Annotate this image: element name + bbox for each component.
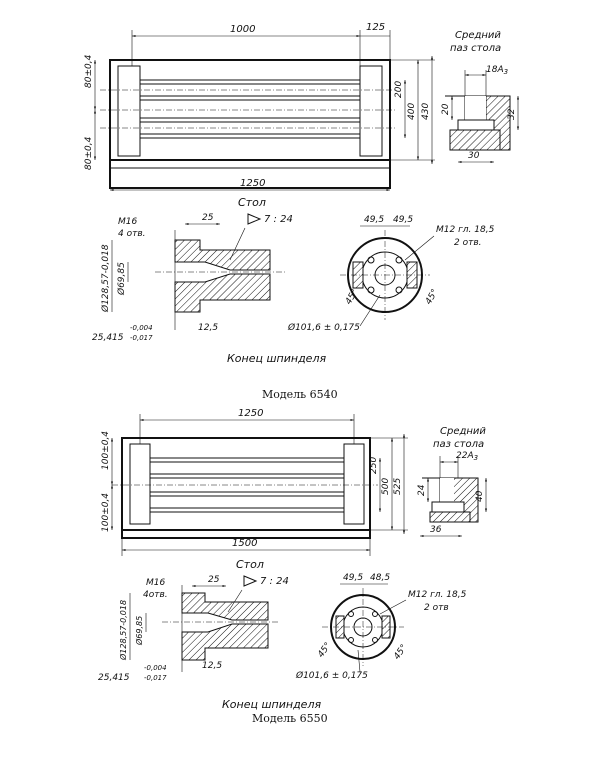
model-label-6550: Модель 6550 [252,712,328,725]
end-holes2: 2 отв. [454,238,482,248]
spindle-end-view-6540: 49,5 49,5 M12 гл. 18,5 2 отв. 45° 45° Ø1… [287,215,495,333]
table-plan-6550 [112,437,378,539]
slot-dim-36: 36 [430,525,442,535]
slot-dim-30: 30 [468,151,480,161]
end-dim-49-5-left: 49,5 [364,215,384,225]
dim-1500: 1500 [232,538,257,549]
end-d101-6550: Ø101,6 ± 0,175 [295,670,368,681]
table-caption-6540: Стол [238,196,266,209]
dim-1250: 1250 [240,178,265,189]
spindle-dim-25-6550: 25 [208,575,220,585]
spindle-dim-25: 25 [202,213,214,223]
model-6540-section: 1000 125 1250 Стол 200 400 430 80±0,4 80… [84,22,520,401]
dim-125: 125 [366,22,385,33]
dim-1000: 1000 [230,24,255,35]
end-holes2-6550: 2 отв [424,603,449,613]
dim-400: 400 [407,103,417,120]
table-dimensions-6540: 1000 125 1250 Стол 200 400 430 80±0,4 80… [84,22,435,209]
end-m12-6550: M12 гл. 18,5 [408,590,467,600]
t-slot-6550: Средний паз стола 22А3 24 40 36 [417,426,488,538]
end-m12: M12 гл. 18,5 [436,225,495,235]
slot-width-22: 22А3 [456,451,478,462]
slot-title-line1: Средний [455,30,501,41]
dim-100-top: 100±0,4 [101,431,111,470]
spindle-tol-top-6550: -0,004 [144,664,167,672]
spindle-m16-6550: M16 [146,578,165,588]
end-dim-48-5-6550: 48,5 [370,573,390,583]
table-plan-6540 [100,59,395,189]
end-d101: Ø101,6 ± 0,175 [287,322,360,333]
spindle-end-view-6550: 49,5 48,5 M12 гл. 18,5 2 отв 45° 45° Ø10… [295,573,467,681]
slot-dim-24: 24 [417,484,427,496]
spindle-tol-bottom: -0,017 [130,334,153,342]
end-angle-left: 45° [344,288,361,307]
end-angle-left-6550: 45° [316,641,333,660]
end-angle-right: 45° [424,288,441,307]
spindle-d69-6550: Ø69,85 [134,616,144,646]
spindle-m16: M16 [118,217,137,227]
table-dimensions-6550: 1250 1500 Стол 250 500 525 100±0,4 100±0… [101,408,408,571]
spindle-section-6540: M16 4 отв. 25 7 : 24 Ø128,57-0,018 Ø69,8… [92,213,326,365]
dim-500: 500 [381,478,391,495]
dim-80-top: 80±0,4 [84,54,94,88]
end-dim-49-5-6550: 49,5 [343,573,363,583]
spindle-d128-6550: Ø128,57-0,018 [118,600,128,661]
t-slot-6540: Средний паз стола 18А3 20 32 30 [441,30,520,164]
slot-dim-20: 20 [441,103,451,115]
model-6550-section: 1250 1500 Стол 250 500 525 100±0,4 100±0… [98,408,488,725]
spindle-dim-25-415: 25,415 [92,333,124,343]
dim-430: 430 [421,103,431,120]
spindle-dim-12-5: 12,5 [198,323,218,333]
slot-dim-40: 40 [475,490,485,502]
spindle-taper: 7 : 24 [264,214,293,225]
slot-title-line1-6550: Средний [440,426,486,437]
spindle-d128: Ø128,57-0,018 [100,244,111,313]
table-caption-6550: Стол [236,558,264,571]
dim-525: 525 [393,478,403,495]
spindle-section-6550: M16 4отв. 25 7 : 24 Ø128,57-0,018 Ø69,85… [98,575,321,711]
model-label-6540: Модель 6540 [262,388,338,401]
dim-200: 200 [394,81,404,98]
dim-1250-6550: 1250 [238,408,263,419]
spindle-dim-25-415-6550: 25,415 [98,673,130,683]
spindle-tol-bottom-6550: -0,017 [144,674,167,682]
slot-title-line2: паз стола [450,43,501,54]
slot-width-18: 18А3 [486,65,508,76]
dim-250: 250 [369,457,379,474]
end-angle-right-6550: 45° [392,643,409,662]
slot-dim-32: 32 [507,108,517,120]
spindle-caption-6540: Конец шпинделя [227,352,326,365]
dim-100-bottom: 100±0,4 [101,493,111,532]
spindle-dim-12-5-6550: 12,5 [202,661,222,671]
slot-title-line2-6550: паз стола [433,439,484,450]
spindle-tol-top: -0,004 [130,324,153,332]
end-dim-49-5-right: 49,5 [393,215,413,225]
dim-80-bottom: 80±0,4 [84,136,94,170]
spindle-caption-6550: Конец шпинделя [222,698,321,711]
spindle-d69: Ø69,85 [116,262,127,296]
spindle-taper-6550: 7 : 24 [260,576,289,587]
spindle-holes-6550: 4отв. [143,590,168,600]
spindle-holes: 4 отв. [118,229,146,239]
